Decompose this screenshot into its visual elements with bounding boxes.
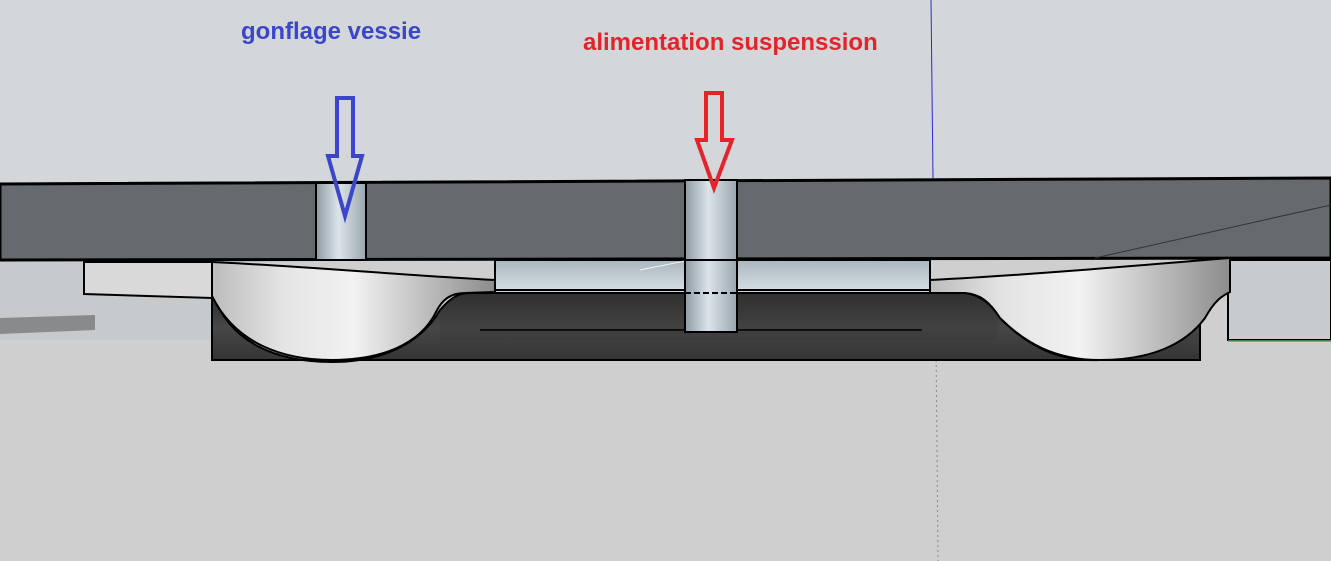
- plate-diagonal-edge: [1094, 204, 1331, 259]
- blue-axis-line: [930, 0, 934, 179]
- right-background-block: [1227, 259, 1331, 341]
- upper-plate: [0, 176, 1331, 262]
- dotted-vertical-guide: [935, 339, 939, 561]
- blue-down-arrow: [325, 96, 365, 224]
- center-disc-light-edge: [639, 259, 691, 271]
- left-disc-edge: [0, 315, 95, 334]
- suspension-feed-pipe: [684, 179, 738, 333]
- red-down-arrow: [694, 91, 735, 194]
- bladder-inflation-label: gonflage vessie: [241, 18, 422, 45]
- left-flange: [83, 261, 213, 300]
- left-curved-band: [211, 260, 496, 362]
- ground-plane: [0, 340, 1331, 561]
- right-curved-band: [929, 256, 1231, 362]
- suspension-feed-label: alimentation suspenssion: [583, 29, 878, 56]
- sky-background: [0, 0, 1331, 185]
